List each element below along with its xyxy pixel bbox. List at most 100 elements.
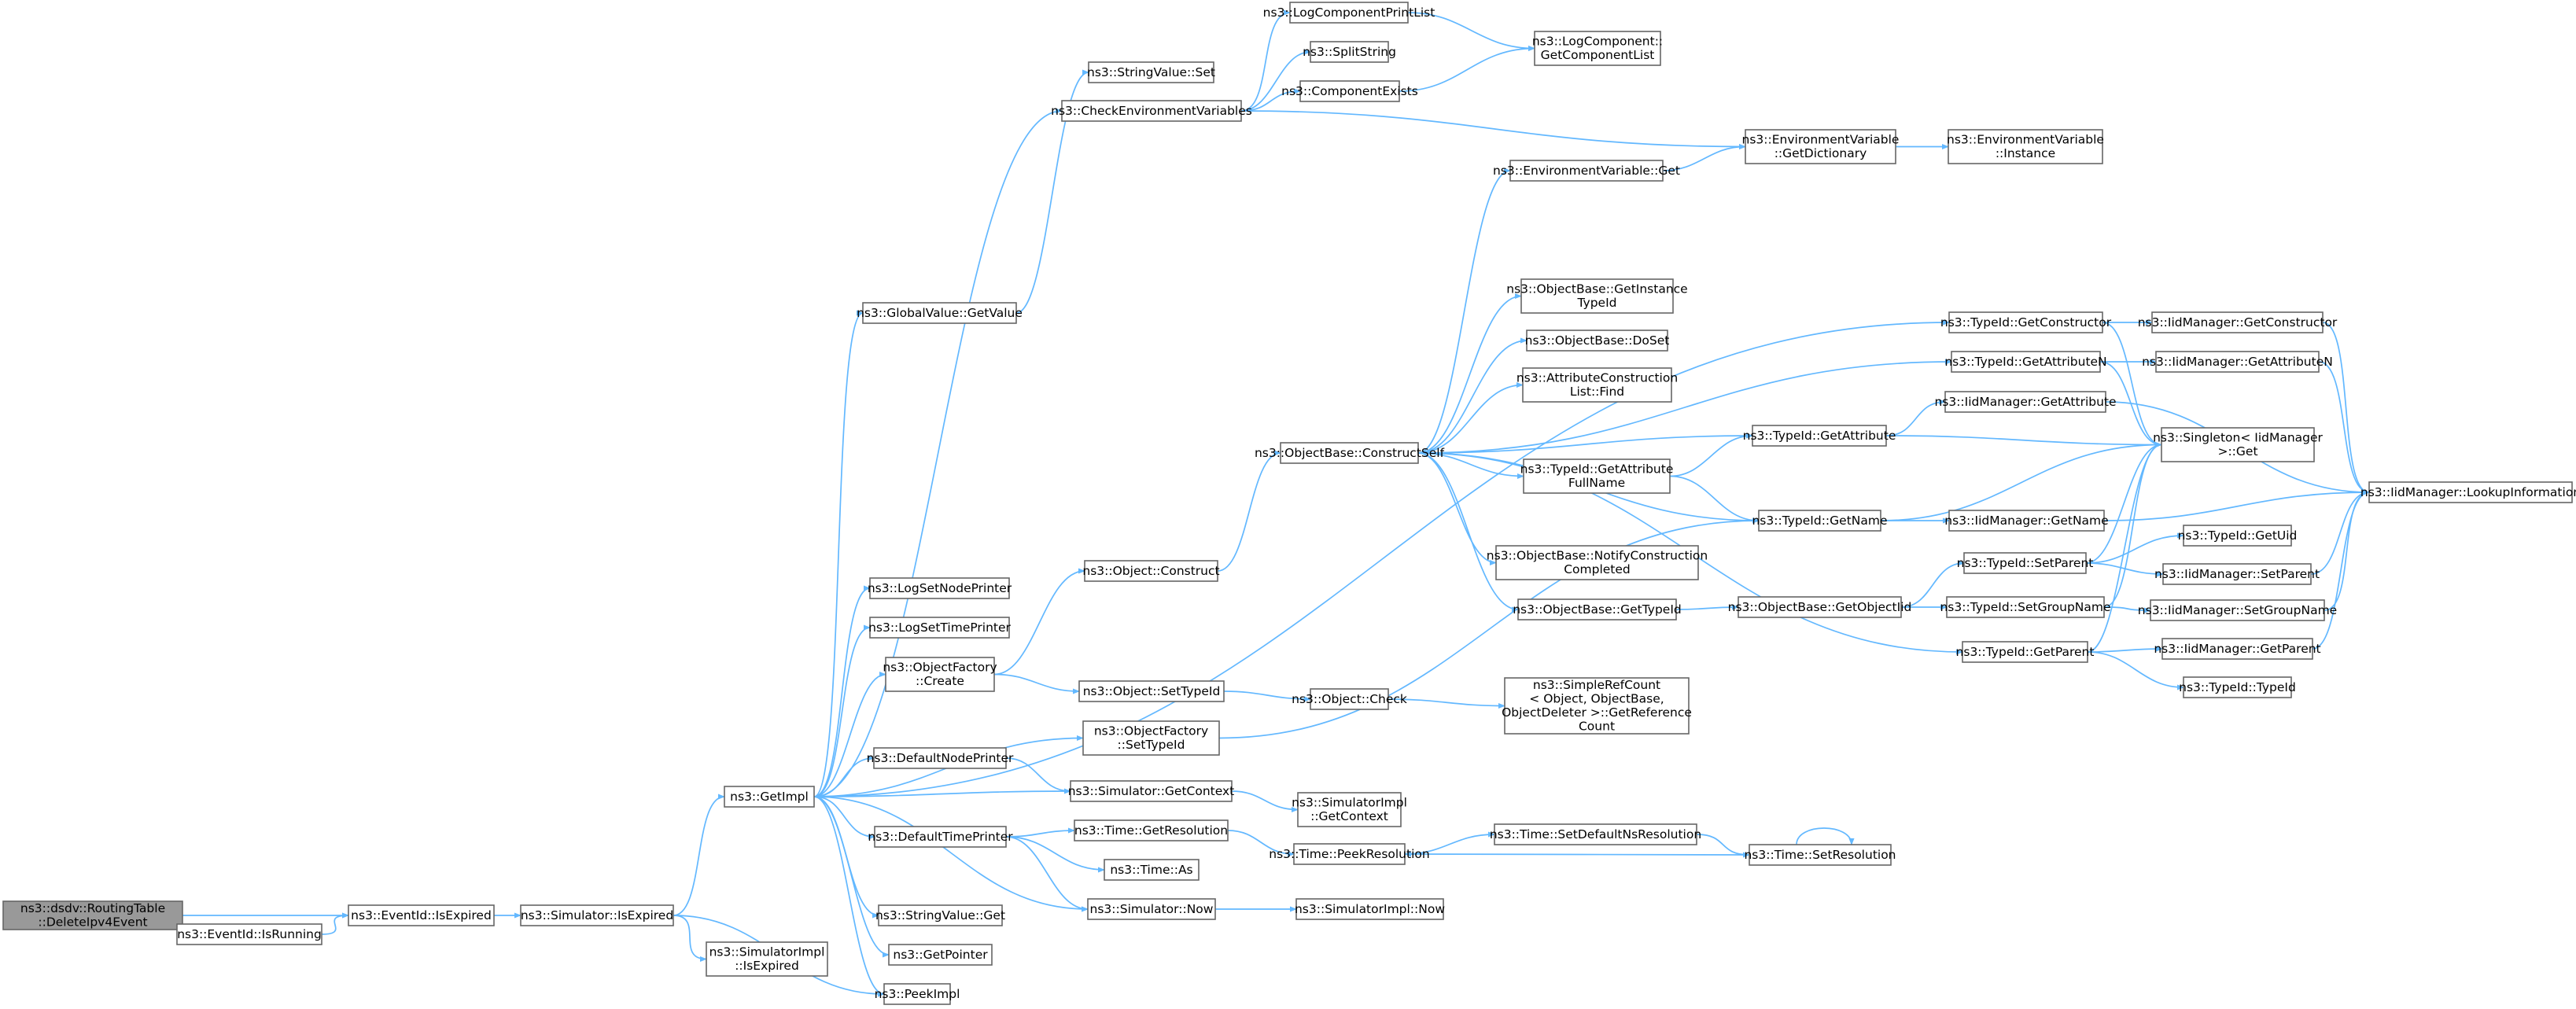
graph-node-iid_getparent[interactable]: ns3::IidManager::GetParent — [2154, 638, 2321, 660]
node-box — [1310, 41, 1389, 63]
graph-node-simimpl_isexpired[interactable]: ns3::SimulatorImpl::IsExpired — [706, 941, 828, 977]
graph-node-isexpired[interactable]: ns3::EventId::IsExpired — [348, 904, 495, 926]
node-box — [1517, 598, 1677, 620]
node-box — [348, 904, 495, 926]
graph-node-getimpl[interactable]: ns3::GetImpl — [724, 786, 815, 808]
graph-node-time_peekres[interactable]: ns3::Time::PeekResolution — [1269, 843, 1430, 865]
graph-node-checkenv[interactable]: ns3::CheckEnvironmentVariables — [1051, 100, 1252, 122]
node-label: List::Find — [1570, 385, 1624, 399]
graph-node-simplerefcount[interactable]: ns3::SimpleRefCount< Object, ObjectBase,… — [1502, 677, 1692, 735]
graph-node-splitstring[interactable]: ns3::SplitString — [1303, 41, 1396, 63]
node-box — [1752, 425, 1887, 447]
graph-node-iid_getattributen[interactable]: ns3::IidManager::GetAttributeN — [2142, 351, 2333, 373]
call-edge-ob_getobjectiid-to-typeid_setparent — [1900, 560, 1965, 608]
call-edge-iid_setgroupname-to-iid_lookupinfo — [2324, 489, 2370, 611]
graph-node-time_as[interactable]: ns3::Time::As — [1104, 859, 1200, 881]
graph-node-of_create[interactable]: ns3::ObjectFactory::Create — [883, 657, 997, 692]
graph-node-typeid_getconstructor[interactable]: ns3::TypeId::GetConstructor — [1940, 311, 2112, 333]
graph-node-iid_getattribute[interactable]: ns3::IidManager::GetAttribute — [1934, 391, 2117, 413]
graph-node-typeid_typeid[interactable]: ns3::TypeId::TypeId — [2179, 676, 2296, 698]
node-label: GetComponentList — [1541, 48, 1655, 62]
graph-node-typeid_setparent[interactable]: ns3::TypeId::SetParent — [1957, 552, 2094, 574]
call-edge-obj_construct-to-ob_constructself — [1217, 450, 1281, 572]
graph-node-iid_lookupinfo[interactable]: ns3::IidManager::LookupInformation — [2360, 481, 2576, 503]
graph-node-logcomp_list[interactable]: ns3::LogComponent::GetComponentList — [1532, 31, 1663, 66]
graph-node-simimpl_getcontext[interactable]: ns3::SimulatorImpl::GetContext — [1292, 792, 1407, 827]
graph-node-typeid_getattribute[interactable]: ns3::TypeId::GetAttribute — [1743, 425, 1896, 447]
graph-node-peekimpl[interactable]: ns3::PeekImpl — [875, 983, 960, 1005]
graph-node-compexists[interactable]: ns3::ComponentExists — [1281, 80, 1418, 102]
graph-node-sim_now[interactable]: ns3::Simulator::Now — [1087, 898, 1216, 920]
graph-node-iid_setparent[interactable]: ns3::IidManager::SetParent — [2154, 563, 2320, 585]
graph-node-obj_check[interactable]: ns3::Object::Check — [1292, 688, 1407, 710]
graph-node-ob_constructself[interactable]: ns3::ObjectBase::ConstructSelf — [1255, 442, 1445, 464]
graph-node-logsetnode[interactable]: ns3::LogSetNodePrinter — [868, 577, 1012, 599]
call-edge-obj_check-to-simplerefcount — [1388, 698, 1505, 709]
graph-node-gv_getvalue[interactable]: ns3::GlobalValue::GetValue — [857, 302, 1023, 324]
node-label: ns3::Time::PeekResolution — [1269, 847, 1429, 861]
graph-node-logprintlist[interactable]: ns3::LogComponentPrintList — [1263, 2, 1435, 24]
node-box — [724, 786, 815, 808]
graph-node-envvar_getdict[interactable]: ns3::EnvironmentVariable::GetDictionary — [1742, 129, 1900, 164]
node-box — [2161, 427, 2315, 462]
node-box — [1948, 311, 2103, 333]
node-label: ns3::EnvironmentVariable — [1742, 133, 1900, 147]
graph-node-iid_getname[interactable]: ns3::IidManager::GetName — [1944, 510, 2109, 532]
node-box — [1534, 31, 1661, 66]
graph-node-typeid_getuid[interactable]: ns3::TypeId::GetUid — [2178, 525, 2298, 547]
node-box — [1509, 160, 1664, 182]
graph-node-getpointer[interactable]: ns3::GetPointer — [888, 944, 993, 966]
graph-node-ob_getobjectiid[interactable]: ns3::ObjectBase::GetObjectIid — [1728, 596, 1912, 618]
graph-node-ob_gettypeid[interactable]: ns3::ObjectBase::GetTypeId — [1513, 598, 1682, 620]
graph-node-envvar_get[interactable]: ns3::EnvironmentVariable::Get — [1493, 160, 1680, 182]
graph-node-singleton_get[interactable]: ns3::Singleton< IidManager>::Get — [2153, 427, 2324, 462]
graph-node-obj_construct[interactable]: ns3::Object::Construct — [1082, 560, 1220, 582]
graph-node-deftimeprinter[interactable]: ns3::DefaultTimePrinter — [868, 826, 1013, 848]
graph-node-strvalue_set[interactable]: ns3::StringValue::Set — [1087, 61, 1215, 83]
node-box — [1495, 545, 1699, 580]
node-label: ns3::LogComponent:: — [1532, 35, 1663, 49]
graph-node-strvalue_get[interactable]: ns3::StringValue::Get — [875, 904, 1005, 926]
node-label: >::Get — [2217, 444, 2257, 458]
graph-node-isrunning[interactable]: ns3::EventId::IsRunning — [176, 923, 322, 945]
node-label: ns3::StringValue::Set — [1087, 65, 1215, 79]
node-box — [2151, 311, 2324, 333]
graph-node-defnodeprinter[interactable]: ns3::DefaultNodePrinter — [867, 747, 1014, 769]
graph-node-time_setres[interactable]: ns3::Time::SetResolution — [1744, 844, 1896, 866]
graph-node-typeid_setgroupname[interactable]: ns3::TypeId::SetGroupName — [1940, 596, 2111, 618]
graph-node-iid_setgroupname[interactable]: ns3::IidManager::SetGroupName — [2138, 599, 2337, 621]
graph-node-sim_isexpired[interactable]: ns3::Simulator::IsExpired — [520, 904, 674, 926]
graph-node-time_getres[interactable]: ns3::Time::GetResolution — [1074, 819, 1229, 841]
graph-node-of_settypeid[interactable]: ns3::ObjectFactory::SetTypeId — [1082, 720, 1220, 756]
graph-node-simimpl_now[interactable]: ns3::SimulatorImpl::Now — [1295, 898, 1445, 920]
call-edge-time_getres-to-time_peekres — [1227, 830, 1295, 857]
call-edge-ob_constructself-to-ob_getinstancetypeid — [1417, 293, 1522, 454]
call-edge-typeid_getparent-to-typeid_typeid — [2087, 651, 2184, 690]
call-edge-iid_getname-to-iid_lookupinfo — [2103, 489, 2370, 521]
graph-node-sim_getcontext[interactable]: ns3::Simulator::GetContext — [1068, 780, 1235, 802]
graph-node-iid_getconstructor[interactable]: ns3::IidManager::GetConstructor — [2138, 311, 2338, 333]
graph-node-typeid_getattributen[interactable]: ns3::TypeId::GetAttributeN — [1944, 351, 2107, 373]
graph-node-typeid_getname[interactable]: ns3::TypeId::GetName — [1752, 510, 1888, 532]
call-edge-of_create-to-obj_construct — [993, 568, 1085, 676]
graph-node-envvar_instance[interactable]: ns3::EnvironmentVariable::Instance — [1947, 129, 2104, 164]
node-label: ns3::IidManager::GetName — [1944, 514, 2108, 528]
node-box — [1520, 278, 1674, 314]
graph-node-time_setdefaultns[interactable]: ns3::Time::SetDefaultNsResolution — [1490, 823, 1701, 845]
graph-node-typeid_getparent[interactable]: ns3::TypeId::GetParent — [1956, 641, 2095, 663]
call-edge-getimpl-to-deftimeprinter — [813, 796, 875, 840]
graph-node-obj_settypeid[interactable]: ns3::Object::SetTypeId — [1078, 680, 1225, 702]
graph-node-ob_doset[interactable]: ns3::ObjectBase::DoSet — [1525, 330, 1670, 352]
node-box — [1289, 2, 1409, 24]
graph-node-ob_notifyconst[interactable]: ns3::ObjectBase::NotifyConstructionCompl… — [1487, 545, 1708, 580]
node-box — [2, 900, 183, 930]
node-box — [869, 617, 1010, 639]
node-label: ns3::ObjectBase::GetTypeId — [1513, 602, 1682, 617]
node-label: ::SetTypeId — [1118, 738, 1185, 752]
graph-node-logsettime[interactable]: ns3::LogSetTimePrinter — [868, 617, 1012, 639]
node-box — [1951, 351, 2101, 373]
